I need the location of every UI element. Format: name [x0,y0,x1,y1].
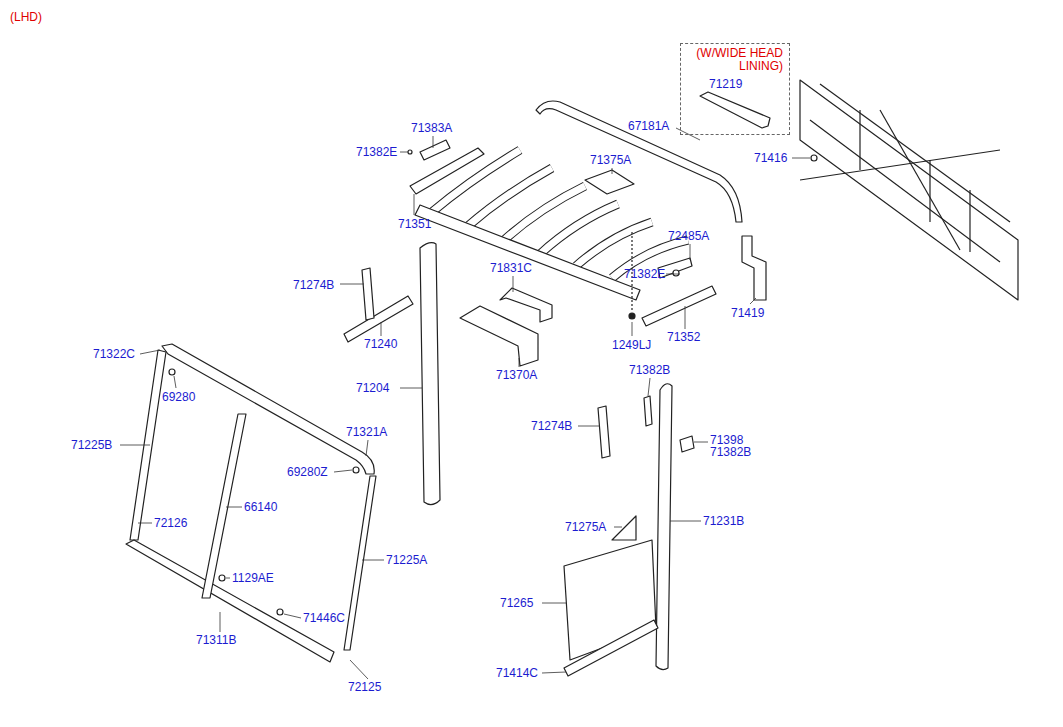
callout-number: 71231B [703,514,744,528]
callout-number: 71416 [754,151,787,165]
callout-number: 71382B [710,445,751,459]
callout-number: 71321A [346,425,387,439]
callout-number: 71322C [93,347,135,361]
callout-number: 71831C [490,261,532,275]
callout-number: 71225A [386,553,427,567]
callout-number: 71351 [398,217,431,231]
callout-number: 71311B [196,633,236,647]
callout-number: 71382E [624,267,665,281]
callout-number: 67181A [628,119,669,133]
callout-number: 66140 [244,500,277,514]
callout-number: 1129AE [232,571,274,585]
callout-number: 71352 [667,330,700,344]
callout-number: 69280 [162,390,195,404]
callout-number: 71382B [629,363,670,377]
callout-number: 71383A [411,121,452,135]
callout-number: 71274B [531,419,572,433]
callout-number: 72485A [668,229,709,243]
callout-number: 71275A [565,520,606,534]
callout-number: 71398 [710,433,743,447]
callout-number: 71204 [356,381,389,395]
callout-number: 69280Z [287,465,328,479]
callout-number: 71382E [356,145,397,159]
callout-number: 71414C [496,666,538,680]
callout-number: 71274B [293,278,334,292]
option-note-box: (W/WIDE HEAD LINING) 71219 [680,43,790,135]
callout-number: 71240 [364,337,397,351]
callout-number: 71219 [709,78,742,91]
callout-number: 71370A [496,368,537,382]
callout-number: 71225B [71,438,112,452]
callout-number: 71375A [590,153,631,167]
option-note: (W/WIDE HEAD LINING) [685,47,783,73]
drive-side-note: (LHD) [10,10,42,24]
callout-number: 1249LJ [612,338,651,352]
callout-number: 72125 [348,680,381,694]
callout-number: 71446C [303,611,345,625]
callout-number: 72126 [154,516,187,530]
callout-number: 71419 [731,306,764,320]
callout-number: 71265 [500,596,533,610]
